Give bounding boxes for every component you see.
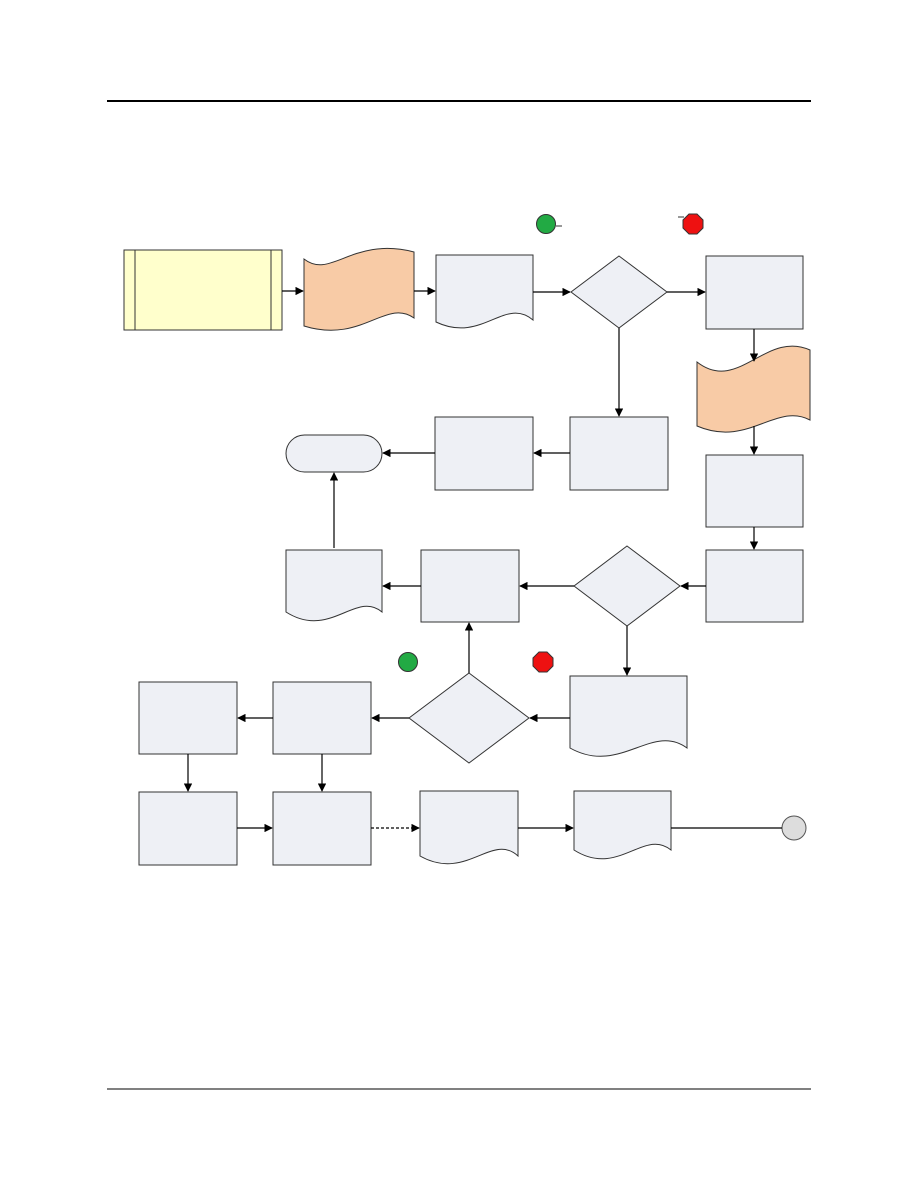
process-10 xyxy=(272,791,372,866)
document-3 xyxy=(569,675,688,757)
go-indicator-icon-2 xyxy=(398,652,418,672)
process-5 xyxy=(434,416,534,491)
document-2 xyxy=(285,549,383,622)
process-8 xyxy=(138,681,238,755)
terminator-end xyxy=(285,434,383,473)
process-3 xyxy=(705,549,804,623)
punched-tape-1 xyxy=(303,247,415,331)
predefined-process-start xyxy=(123,249,283,331)
document-5 xyxy=(573,790,672,860)
go-indicator-icon xyxy=(536,214,556,234)
connectors xyxy=(183,286,782,833)
process-2 xyxy=(705,454,804,528)
process-7 xyxy=(272,681,372,755)
decision-1 xyxy=(570,255,668,329)
document-4 xyxy=(419,790,519,865)
process-1 xyxy=(705,255,804,330)
process-9 xyxy=(138,791,238,866)
end-connector-icon xyxy=(781,815,807,841)
decision-3 xyxy=(408,672,530,764)
document-1 xyxy=(435,254,534,329)
punched-tape-2 xyxy=(696,345,811,433)
process-4 xyxy=(569,416,669,491)
process-6 xyxy=(420,549,520,623)
decision-2 xyxy=(573,545,681,627)
stop-indicator-icon-2 xyxy=(532,651,554,673)
stop-indicator-icon xyxy=(682,213,704,235)
